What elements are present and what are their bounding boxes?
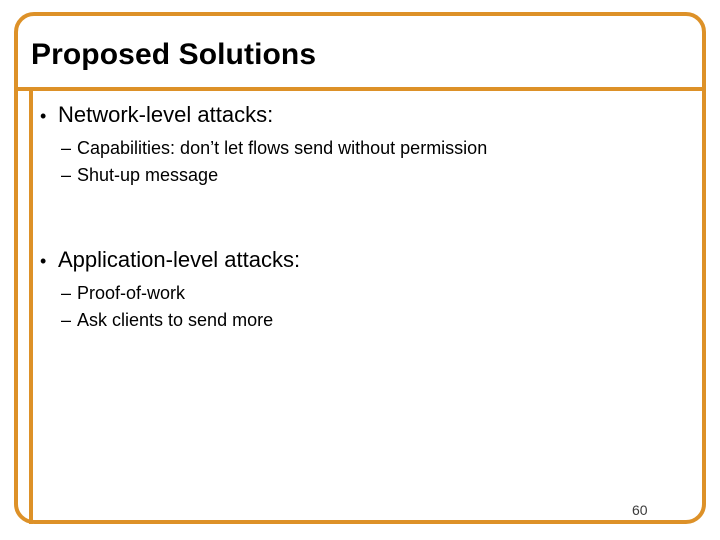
sub-bullet-ask-clients-to-send-more: – Ask clients to send more: [40, 307, 680, 334]
dash-marker-icon: –: [61, 165, 72, 185]
sub-list-application: – Proof-of-work – Ask clients to send mo…: [40, 280, 680, 334]
bullet-label: Network-level attacks:: [58, 102, 274, 127]
sub-list-network: – Capabilities: don’t let flows send wit…: [40, 135, 680, 189]
title-divider-rule: [14, 87, 706, 91]
sub-bullet-label: Shut-up message: [77, 165, 219, 185]
sub-bullet-label: Proof-of-work: [77, 283, 186, 303]
dash-marker-icon: –: [61, 310, 72, 330]
bullet-marker-icon: •: [40, 106, 47, 126]
bullet-network-level-attacks: • Network-level attacks:: [40, 100, 680, 131]
sub-bullet-capabilities: – Capabilities: don’t let flows send wit…: [40, 135, 680, 162]
dash-marker-icon: –: [61, 283, 72, 303]
sub-bullet-shut-up-message: – Shut-up message: [40, 162, 680, 189]
dash-marker-icon: –: [61, 138, 72, 158]
page-title: Proposed Solutions: [31, 38, 317, 71]
body-accent-bar: [29, 89, 33, 524]
bullet-marker-icon: •: [40, 251, 47, 271]
page-number: 60: [632, 502, 648, 518]
bullet-label: Application-level attacks:: [58, 247, 301, 272]
slide-content: • Network-level attacks: – Capabilities:…: [40, 100, 680, 334]
bullet-application-level-attacks: • Application-level attacks:: [40, 245, 680, 276]
sub-bullet-label: Ask clients to send more: [77, 310, 274, 330]
sub-bullet-proof-of-work: – Proof-of-work: [40, 280, 680, 307]
slide-frame-border: [14, 12, 706, 524]
sub-bullet-label: Capabilities: don’t let flows send witho…: [77, 138, 488, 158]
content-group-network: • Network-level attacks: – Capabilities:…: [40, 100, 680, 189]
content-group-application: • Application-level attacks: – Proof-of-…: [40, 245, 680, 334]
